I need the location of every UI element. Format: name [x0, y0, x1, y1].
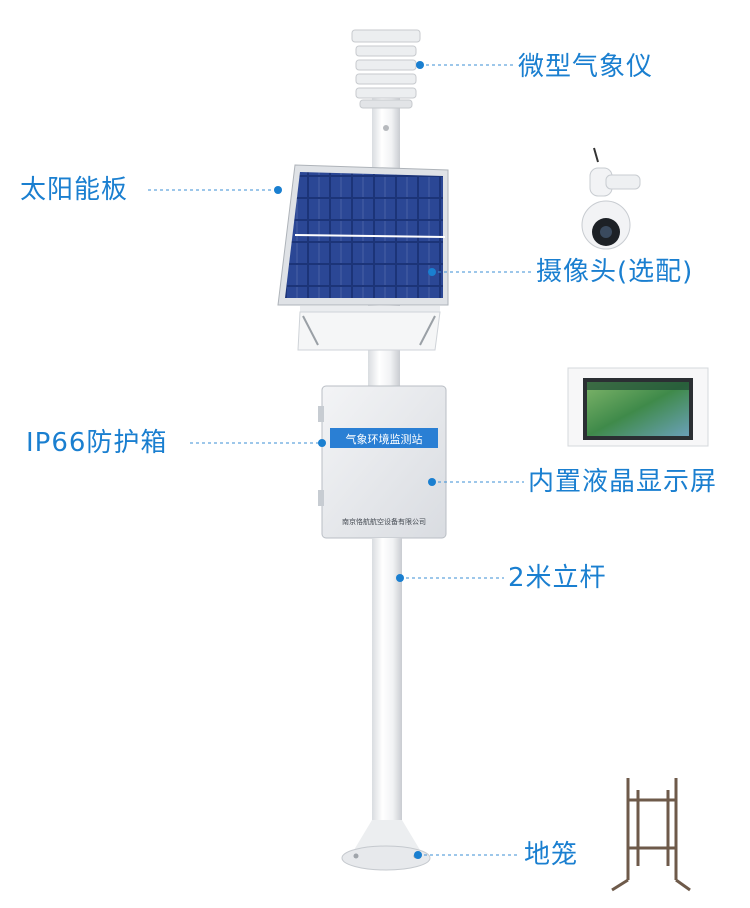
label-weather-instrument: 微型气象仪	[518, 52, 654, 82]
box-title: 气象环境监测站	[346, 432, 423, 446]
label-ground-cage: 地笼	[524, 840, 579, 870]
weather-instrument	[351, 29, 421, 175]
leader-lines	[148, 64, 532, 856]
lower-pole	[372, 538, 402, 838]
pole-flange	[354, 820, 420, 850]
label-camera: 摄像头(选配)	[536, 257, 694, 287]
label-lcd-screen: 内置液晶显示屏	[528, 467, 718, 497]
camera-image	[581, 147, 641, 250]
leader-dots	[274, 61, 436, 859]
label-enclosure: IP66防护箱	[26, 428, 168, 458]
pole-base	[341, 845, 431, 871]
solar-panel	[277, 164, 449, 351]
box-company: 南京恪航航空设备有限公司	[342, 517, 426, 526]
label-solar-panel: 太阳能板	[20, 175, 129, 205]
label-pole: 2米立杆	[508, 563, 607, 593]
ground-cage-image	[611, 778, 691, 892]
lcd-screen-image	[567, 367, 709, 447]
ip66-enclosure	[318, 360, 447, 539]
